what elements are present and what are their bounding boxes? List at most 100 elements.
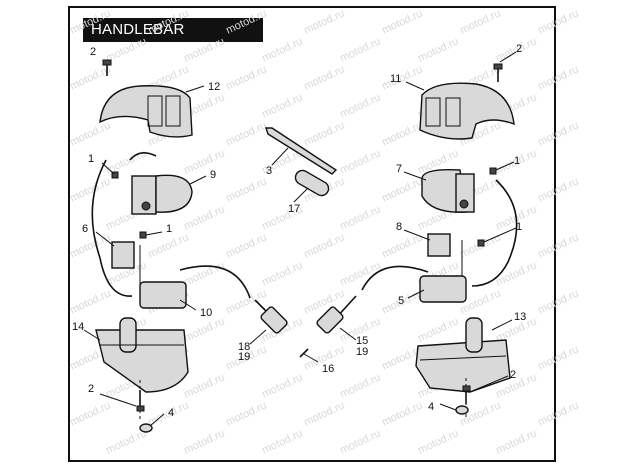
switch-7 [421,168,475,213]
connector-15-19 [316,306,344,334]
harness-loop-right [471,179,518,287]
callout-15: 15 [356,335,368,347]
left-switch-assembly [91,59,288,433]
watermark-text: motod.ru [260,259,304,288]
watermark-text: motod.ru [104,147,148,176]
callout-1-upper-right: 1 [514,155,520,167]
watermark-text: motod.ru [224,7,268,36]
watermark-text: motod.ru [458,7,502,36]
watermark-text: motod.ru [224,175,268,204]
watermark-text: motod.ru [146,231,190,260]
watermark-text: motod.ru [536,175,580,204]
switch-9 [129,152,193,215]
watermark-text: motod.ru [416,427,460,456]
callout-4-left: 4 [168,407,174,419]
watermark-text: motod.ru [182,203,226,232]
watermark-text: motod.ru [260,371,304,400]
callout-13: 13 [514,311,526,323]
callout-1-lower-right: 1 [516,221,522,233]
watermark-text: motod.ru [182,427,226,456]
watermark-text: motod.ru [338,427,382,456]
watermark-text: motod.ru [68,63,112,92]
upper-housing-11 [419,82,515,140]
watermark-text: motod.ru [68,399,112,428]
watermark-text: motod.ru [536,63,580,92]
watermark-text: motod.ru [416,315,460,344]
callout-12: 12 [208,81,220,93]
callout-2-top-left: 2 [90,46,96,58]
watermark-text: motod.ru [146,7,190,36]
switch-8 [427,233,451,257]
screw-2-bottom-right [462,385,471,404]
watermark-text: motod.ru [68,175,112,204]
callout-1-upper-left: 1 [88,153,94,165]
watermark-text: motod.ru [536,119,580,148]
callout-16: 16 [322,363,334,375]
watermark-text: motod.ru [68,287,112,316]
screw-2-top-right [493,63,503,82]
watermark-text: motod.ru [416,35,460,64]
callout-17: 17 [288,203,300,215]
pin-16 [299,348,309,358]
watermark-text: motod.ru [224,399,268,428]
switch-10 [139,281,187,309]
cable-strap-3 [265,127,338,175]
callout-6: 6 [82,223,88,235]
callout-14: 14 [72,321,84,333]
watermark-text: motod.ru [302,399,346,428]
callout-5: 5 [398,295,404,307]
callout-4-right: 4 [428,401,434,413]
watermark-text: motod.ru [68,7,112,36]
watermark-text: motod.ru [68,231,112,260]
watermark-text: motod.ru [224,63,268,92]
screw-2-top-left [102,59,112,76]
watermark-text: motod.ru [536,7,580,36]
callout-1-lower-left: 1 [166,223,172,235]
watermark-text: motod.ru [104,427,148,456]
watermark-text: motod.ru [182,315,226,344]
callout-10: 10 [200,307,212,319]
harness-right [361,265,429,291]
harness-loop-left [91,159,133,297]
lower-housing-14 [95,317,189,393]
watermark-text: motod.ru [224,231,268,260]
screw-1-lower-right [477,239,485,247]
watermark-text: motod.ru [536,399,580,428]
watermark-text: motod.ru [182,147,226,176]
upper-housing-12 [99,85,193,138]
watermark-text: motod.ru [536,231,580,260]
watermark-text: motod.ru [536,287,580,316]
watermark-text: motod.ru [302,7,346,36]
watermark-text: motod.ru [302,231,346,260]
watermark-text: motod.ru [380,7,424,36]
screw-1-lower-left [139,231,147,239]
watermark-text: motod.ru [260,35,304,64]
callout-19-right: 19 [356,346,368,358]
callout-labels: 2 12 1 9 6 1 10 14 2 4 3 17 18 19 16 15 … [72,43,526,419]
watermark-text: motod.ru [338,371,382,400]
watermark-text: motod.ru [494,427,538,456]
watermark-text: motod.ru [380,399,424,428]
sleeve-17 [294,169,330,197]
callout-2-top-right: 2 [516,43,522,55]
screw-2-bottom-left [136,390,145,412]
watermark-text: motod.ru [380,175,424,204]
watermark-text: motod.ru [338,147,382,176]
watermark-text: motod.ru [536,343,580,372]
watermark-text: motod.ru [338,91,382,120]
callout-7: 7 [396,163,402,175]
watermark-text: motod.ru [224,287,268,316]
watermark-text: motod.ru [380,119,424,148]
watermark-text: motod.ru [302,63,346,92]
harness-left [179,265,251,299]
leader-lines [83,51,517,427]
cap-4-right [455,405,469,415]
callout-9: 9 [210,169,216,181]
watermark-text: motod.ru [68,119,112,148]
callout-3: 3 [266,165,272,177]
diagram-title: HANDLEBAR SWITCHES [83,18,263,62]
callout-2-bottom-left: 2 [88,383,94,395]
watermark-text: motod.ru [338,35,382,64]
switch-5 [419,275,467,303]
